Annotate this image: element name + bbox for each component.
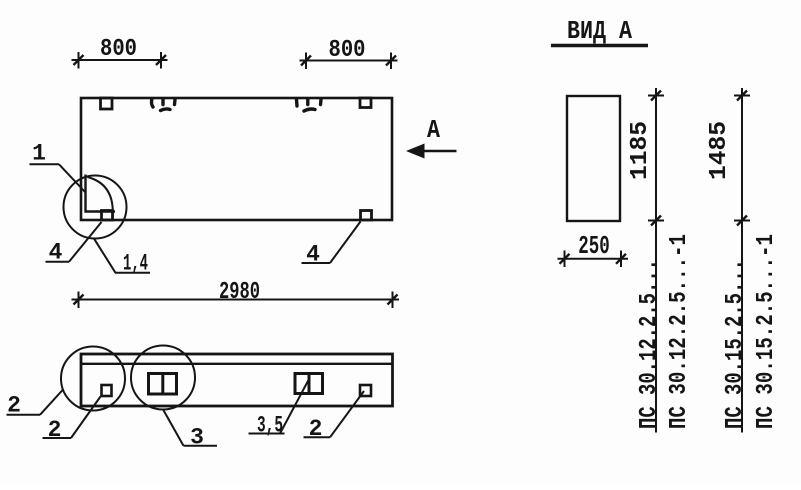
svg-text:ПС 30.15.2.5...-1: ПС 30.15.2.5...-1 bbox=[753, 234, 780, 429]
svg-text:800: 800 bbox=[100, 36, 137, 63]
svg-text:1,4: 1,4 bbox=[123, 251, 148, 277]
svg-text:2: 2 bbox=[7, 393, 21, 419]
svg-text:800: 800 bbox=[329, 37, 366, 64]
svg-text:ПС 30.12.2.5...-1: ПС 30.12.2.5...-1 bbox=[666, 234, 693, 429]
svg-text:250: 250 bbox=[578, 231, 610, 261]
svg-text:4: 4 bbox=[49, 240, 63, 266]
svg-text:2: 2 bbox=[48, 417, 62, 443]
svg-text:ВИД А: ВИД А bbox=[567, 16, 632, 46]
svg-text:ПС 30.12.2.5...: ПС 30.12.2.5... bbox=[636, 259, 663, 429]
svg-text:ПС 30.15.2.5...: ПС 30.15.2.5... bbox=[722, 259, 749, 429]
svg-text:1185: 1185 bbox=[627, 121, 654, 180]
svg-text:1485: 1485 bbox=[706, 121, 733, 180]
svg-text:3: 3 bbox=[190, 425, 204, 451]
svg-text:А: А bbox=[427, 115, 440, 145]
svg-text:1: 1 bbox=[32, 141, 46, 167]
svg-text:3,5: 3,5 bbox=[257, 413, 283, 439]
svg-text:2980: 2980 bbox=[219, 279, 260, 306]
svg-text:4: 4 bbox=[306, 242, 320, 268]
svg-text:2: 2 bbox=[309, 416, 323, 442]
